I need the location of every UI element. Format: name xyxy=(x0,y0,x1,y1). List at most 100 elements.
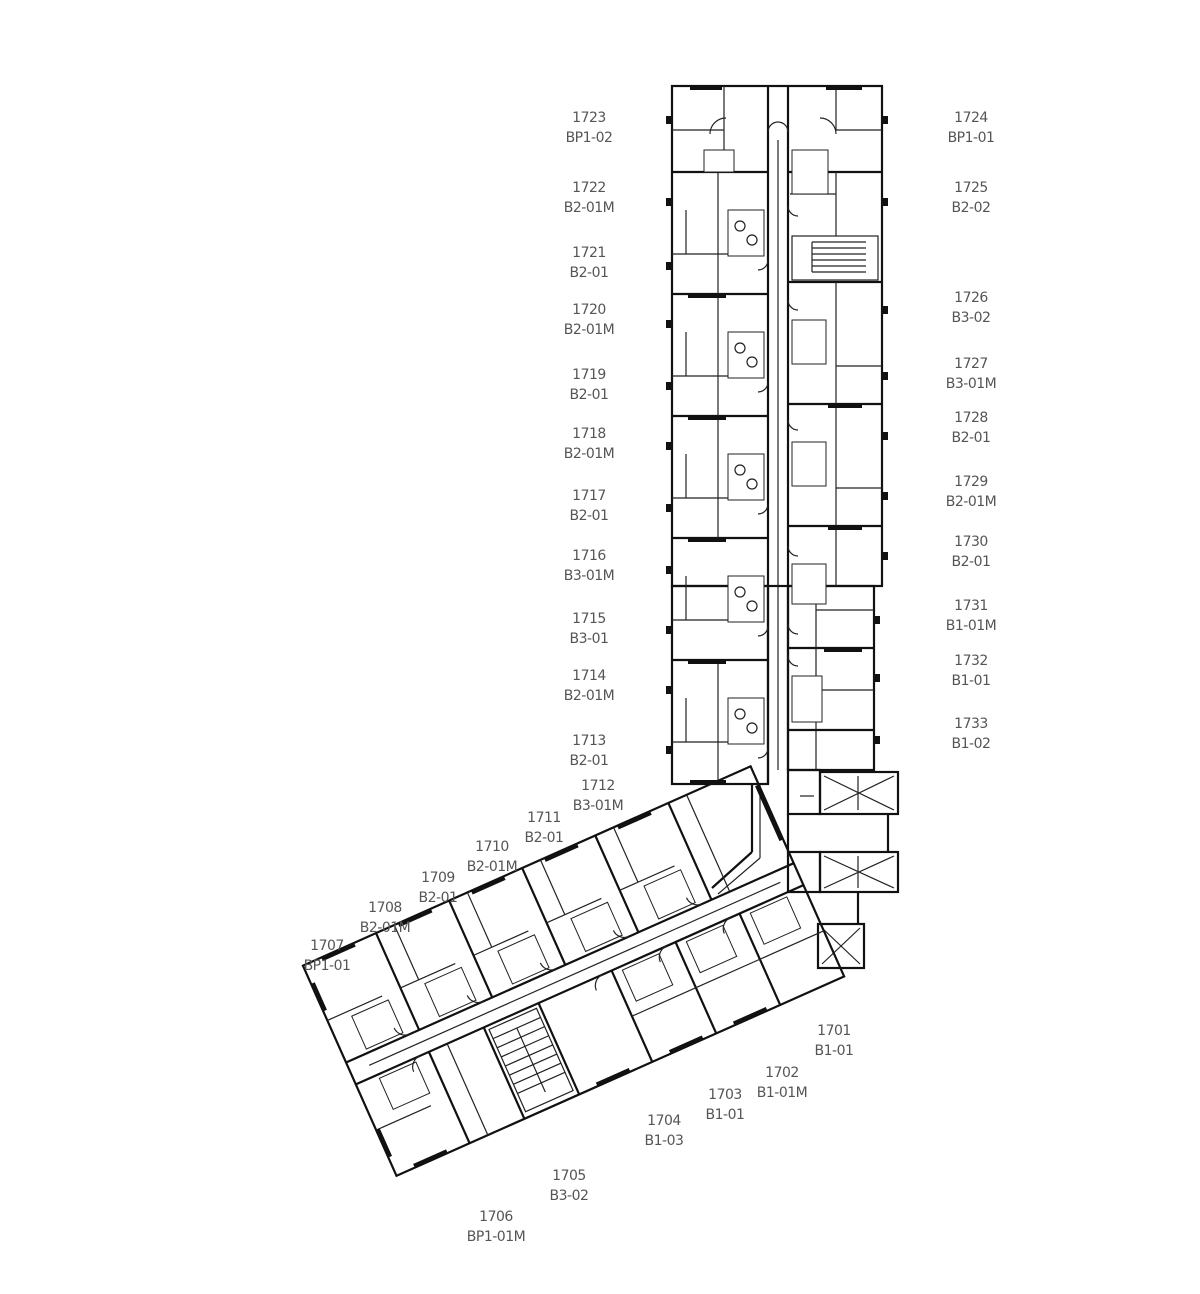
unit-label: 1707 BP1-01 xyxy=(282,936,372,976)
unit-label: 1723 BP1-02 xyxy=(544,108,634,148)
unit-number: 1704 xyxy=(647,1113,681,1129)
unit-number: 1729 xyxy=(954,474,988,490)
unit-type: B2-01 xyxy=(569,508,609,524)
unit-number: 1710 xyxy=(475,839,509,855)
unit-type: B2-01M xyxy=(359,920,411,936)
unit-label: 1705 B3-02 xyxy=(524,1166,614,1206)
unit-type: B2-01 xyxy=(569,387,609,403)
unit-type: B1-01 xyxy=(705,1107,745,1123)
unit-type: B2-01 xyxy=(951,554,991,570)
unit-type: BP1-02 xyxy=(565,130,613,146)
unit-type: B2-01M xyxy=(945,494,997,510)
unit-label: 1731 B1-01M xyxy=(926,596,1016,636)
south-wing xyxy=(301,764,846,1178)
north-wing xyxy=(666,84,888,786)
unit-number: 1721 xyxy=(572,245,606,261)
unit-number: 1709 xyxy=(421,870,455,886)
unit-number: 1727 xyxy=(954,356,988,372)
unit-number: 1730 xyxy=(954,534,988,550)
unit-number: 1712 xyxy=(581,778,615,794)
unit-type: B2-01 xyxy=(569,753,609,769)
unit-number: 1703 xyxy=(708,1087,742,1103)
unit-type: B2-01 xyxy=(569,265,609,281)
unit-type: B2-01 xyxy=(418,890,458,906)
unit-number: 1702 xyxy=(765,1065,799,1081)
unit-number: 1715 xyxy=(572,611,606,627)
unit-type: B1-01 xyxy=(951,673,991,689)
lift-core xyxy=(711,768,900,970)
unit-label: 1704 B1-03 xyxy=(619,1111,709,1151)
unit-label: 1703 B1-01 xyxy=(680,1085,770,1125)
unit-type: BP1-01M xyxy=(466,1229,526,1245)
unit-label: 1721 B2-01 xyxy=(544,243,634,283)
unit-label: 1714 B2-01M xyxy=(544,666,634,706)
unit-type: B3-01M xyxy=(563,568,615,584)
unit-type: B2-01M xyxy=(563,200,615,216)
unit-label: 1719 B2-01 xyxy=(544,365,634,405)
unit-number: 1733 xyxy=(954,716,988,732)
unit-type: B1-01M xyxy=(756,1085,808,1101)
unit-number: 1705 xyxy=(552,1168,586,1184)
unit-type: B1-01M xyxy=(945,618,997,634)
unit-number: 1713 xyxy=(572,733,606,749)
unit-label: 1726 B3-02 xyxy=(926,288,1016,328)
unit-type: BP1-01 xyxy=(303,958,351,974)
unit-number: 1728 xyxy=(954,410,988,426)
unit-type: B1-01 xyxy=(814,1043,854,1059)
unit-type: B3-01M xyxy=(572,798,624,814)
unit-label: 1710 B2-01M xyxy=(447,837,537,877)
unit-label: 1715 B3-01 xyxy=(544,609,634,649)
unit-type: B3-02 xyxy=(951,310,991,326)
unit-number: 1716 xyxy=(572,548,606,564)
unit-label: 1724 BP1-01 xyxy=(926,108,1016,148)
unit-number: 1701 xyxy=(817,1023,851,1039)
unit-label: 1728 B2-01 xyxy=(926,408,1016,448)
unit-type: B1-02 xyxy=(951,736,991,752)
unit-type: B2-02 xyxy=(951,200,991,216)
unit-label: 1725 B2-02 xyxy=(926,178,1016,218)
unit-label: 1720 B2-01M xyxy=(544,300,634,340)
unit-label: 1711 B2-01 xyxy=(499,808,589,848)
unit-number: 1726 xyxy=(954,290,988,306)
unit-label: 1713 B2-01 xyxy=(544,731,634,771)
unit-number: 1722 xyxy=(572,180,606,196)
unit-label: 1716 B3-01M xyxy=(544,546,634,586)
unit-number: 1707 xyxy=(310,938,344,954)
unit-number: 1732 xyxy=(954,653,988,669)
unit-label: 1717 B2-01 xyxy=(544,486,634,526)
unit-type: B3-01 xyxy=(569,631,609,647)
unit-type: B2-01M xyxy=(563,322,615,338)
unit-number: 1708 xyxy=(368,900,402,916)
unit-label: 1706 BP1-01M xyxy=(451,1207,541,1247)
unit-type: BP1-01 xyxy=(947,130,995,146)
unit-type: B2-01M xyxy=(563,446,615,462)
unit-label: 1708 B2-01M xyxy=(340,898,430,938)
unit-type: B3-01M xyxy=(945,376,997,392)
unit-type: B2-01M xyxy=(563,688,615,704)
unit-number: 1724 xyxy=(954,110,988,126)
unit-label: 1718 B2-01M xyxy=(544,424,634,464)
unit-number: 1714 xyxy=(572,668,606,684)
unit-number: 1711 xyxy=(527,810,561,826)
unit-number: 1718 xyxy=(572,426,606,442)
unit-type: B2-01 xyxy=(951,430,991,446)
unit-label: 1722 B2-01M xyxy=(544,178,634,218)
unit-label: 1712 B3-01M xyxy=(553,776,643,816)
unit-label: 1733 B1-02 xyxy=(926,714,1016,754)
unit-number: 1717 xyxy=(572,488,606,504)
unit-label: 1727 B3-01M xyxy=(926,354,1016,394)
unit-number: 1719 xyxy=(572,367,606,383)
unit-type: B2-01 xyxy=(524,830,564,846)
unit-label: 1729 B2-01M xyxy=(926,472,1016,512)
unit-label: 1702 B1-01M xyxy=(737,1063,827,1103)
unit-type: B2-01M xyxy=(466,859,518,875)
unit-number: 1723 xyxy=(572,110,606,126)
unit-label: 1701 B1-01 xyxy=(789,1021,879,1061)
unit-type: B1-03 xyxy=(644,1133,684,1149)
unit-label: 1732 B1-01 xyxy=(926,651,1016,691)
unit-number: 1720 xyxy=(572,302,606,318)
unit-label: 1709 B2-01 xyxy=(393,868,483,908)
unit-number: 1731 xyxy=(954,598,988,614)
